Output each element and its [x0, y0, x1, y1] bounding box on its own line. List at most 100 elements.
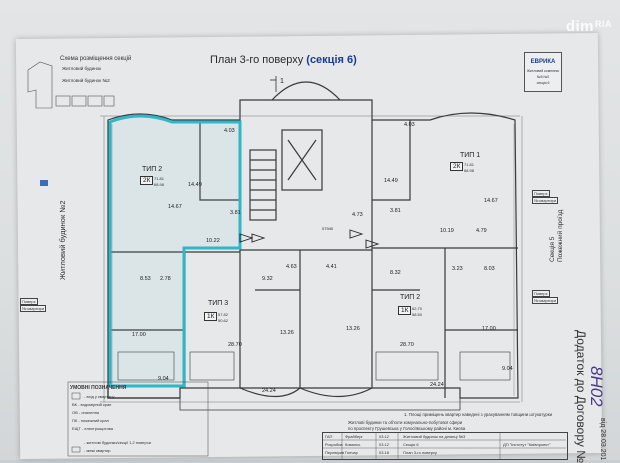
room-area: 9.04: [502, 366, 513, 372]
legend-item: ПК - пожежний кран: [72, 418, 109, 423]
apartment-number-label: № квартири: [532, 297, 559, 304]
apartment-area: 58.50: [412, 312, 423, 317]
title-block-line: по проспекту Грушевська у Голосіївському…: [348, 426, 466, 431]
title-block-cell: 03.18: [379, 450, 390, 455]
apartment-kind-box: 1К: [398, 306, 412, 315]
title-block-cell: Гончар: [345, 450, 358, 455]
title-block-cell: План 3-го поверху: [403, 450, 437, 455]
room-area: 8.53: [140, 276, 151, 282]
room-area: 3.81: [390, 208, 401, 214]
dimria-watermark: dimRIA: [566, 18, 612, 35]
plan-title: План 3-го поверху (секція 6): [210, 54, 357, 66]
cut-mark: 1: [280, 78, 284, 85]
legend-title: УМОВНІ ПОЗНАЧЕННЯ: [70, 385, 127, 391]
room-area: 13.26: [280, 330, 294, 336]
title-block-line: Житлові будинки та об'єкти комунально-по…: [348, 420, 463, 425]
section-label: Секція 5: [549, 236, 556, 262]
room-area: 8.03: [484, 266, 495, 272]
legend-item: ЕЩТ - електрощитова: [72, 426, 113, 431]
apartment-area: 68.98: [464, 168, 475, 173]
apartment-area: 71.81: [154, 176, 165, 181]
scheme-title: Схема розміщення секцій: [60, 56, 132, 62]
scheme-label-1: Житловий будинок: [62, 66, 102, 71]
title-block-cell: Ковальч.: [345, 442, 362, 447]
apartment-area: 57.82: [218, 312, 229, 317]
apartment-area: 68.98: [154, 182, 165, 187]
room-area: 4.73: [352, 212, 363, 218]
note-line: 1. Площі приміщень квартир наведені з ур…: [404, 412, 553, 417]
apartment-area: 71.81: [464, 162, 475, 167]
room-area: 24.24: [430, 382, 444, 388]
title-block-cell: 03.12: [379, 442, 390, 447]
room-area: 24.24: [262, 388, 276, 394]
apartment-number-label: № квартири: [20, 305, 47, 312]
stamp-line-3: секція 6: [536, 81, 550, 85]
apartment-area: 50.62: [218, 318, 229, 323]
room-area: 4.63: [286, 264, 297, 270]
title-block-cell: Перевірив: [325, 450, 345, 455]
building-label-left: Житловий будинок №2: [58, 200, 67, 280]
room-area: 14.67: [168, 204, 182, 210]
title-block-cell: Секція 6: [403, 442, 419, 447]
room-area: 10.19: [440, 228, 454, 234]
room-area: 4.03: [224, 128, 235, 134]
apartment-kind-box: 2К: [450, 162, 464, 171]
room-area: 17.00: [132, 332, 146, 338]
section-label-right: Секція 5 Пожежний проїзд: [549, 210, 565, 262]
title-block-cell: Житловий будинок на ділянці №3: [403, 434, 466, 439]
stamp-line-1: Житловий комплекс: [526, 69, 560, 73]
room-area: 4.03: [404, 122, 415, 128]
stamp-line-2: №5 №0: [536, 75, 550, 79]
legend-item: - межі квартир: [84, 448, 111, 453]
legend-item: - житлові будинки/секції 1,2 поверхи: [84, 440, 151, 445]
legend-item: ОВ - опалення: [72, 410, 100, 415]
room-area: 28.70: [400, 342, 414, 348]
room-area: 14.67: [484, 198, 498, 204]
scheme-label-2: Житловий будинок №2: [62, 78, 110, 83]
watermark-suffix: RIA: [595, 19, 612, 29]
apartment-type-label: ТИП 1: [460, 152, 481, 159]
room-area: 2.78: [160, 276, 171, 282]
evrika-stamp: ЕВРИКА Житловий комплекс №5 №0 секція 6: [524, 52, 562, 92]
legend-item: - вхід у квартиру: [84, 394, 115, 399]
title-block-table: ГАП Фрайберг 03.12 Житловий будинок на д…: [322, 432, 568, 460]
room-area: 9.32: [262, 276, 273, 282]
apartment-kind-box: 1К: [204, 312, 218, 321]
floor-label: Поверх: [532, 290, 550, 297]
apartment-number-label: № квартири: [532, 197, 559, 204]
room-area: 3.23: [452, 266, 463, 272]
appendix-number: 8Н02: [587, 366, 606, 407]
watermark-text: dim: [565, 18, 594, 35]
title-block-cell: ДП "Інститут "Київпроект": [503, 442, 551, 447]
room-area: 4.41: [326, 264, 337, 270]
room-area: 28.70: [228, 342, 242, 348]
title-block-cell: 03.12: [379, 434, 390, 439]
title-block-cell: Фрайберг: [345, 434, 363, 439]
title-block-cell: ГАП: [325, 434, 333, 439]
apartment-type-label: ТИП 2: [142, 166, 163, 173]
apartment-type-label: ТИП 3: [208, 300, 229, 307]
room-area: 3.81: [230, 210, 241, 216]
room-area: 8.32: [390, 270, 401, 276]
room-area: 17.00: [482, 326, 496, 332]
floor-label: Поверх: [20, 298, 38, 305]
elevation-mark: 07940: [322, 226, 334, 231]
apartment-area: 62.70: [412, 306, 423, 311]
appendix-date: від 28.03.201: [599, 418, 606, 461]
room-area: 10.22: [206, 238, 220, 244]
room-area: 14.49: [384, 178, 398, 184]
room-area: 13.26: [346, 326, 360, 332]
room-area: 14.49: [188, 182, 202, 188]
apartment-kind-box: 2К: [140, 176, 154, 185]
room-area: 9.04: [158, 376, 169, 382]
room-area: 4.79: [476, 228, 487, 234]
title-block-cell: Розробив: [325, 442, 343, 447]
legend-item: ВК - водомірний кран: [72, 402, 112, 407]
plan-title-prefix: План 3-го поверху: [210, 54, 304, 66]
plan-title-section: (секція 6): [306, 54, 357, 66]
floor-label: Поверх: [532, 190, 550, 197]
apartment-type-label: ТИП 2: [400, 294, 421, 301]
stamp-brand: ЕВРИКА: [530, 59, 556, 65]
fire-passage-label: Пожежний проїзд: [557, 209, 564, 262]
